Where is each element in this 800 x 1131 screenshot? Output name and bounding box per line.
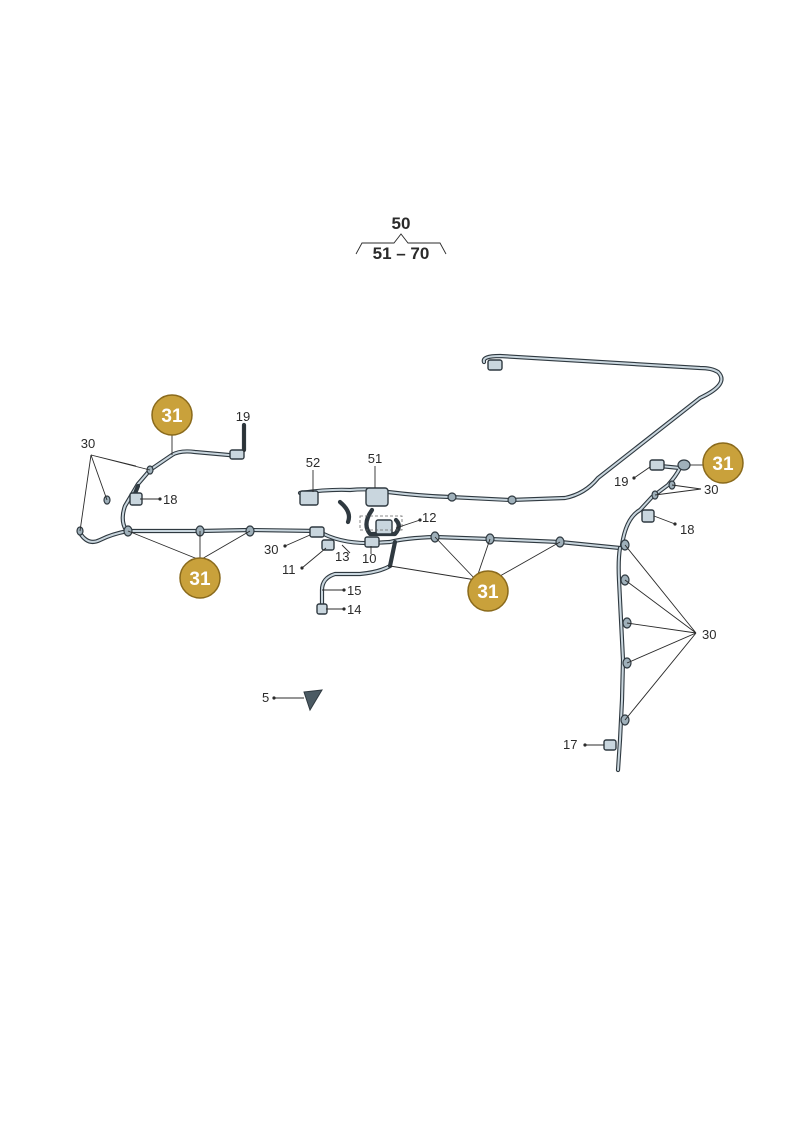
connector-10 (364, 536, 380, 548)
label-14: 14 (347, 602, 361, 617)
connectors (76, 359, 691, 751)
part-12-frame (359, 515, 403, 531)
header-bracket (355, 233, 447, 255)
right-upper-branch-wire (619, 463, 683, 548)
label-19-left: 19 (236, 409, 250, 424)
label-17: 17 (563, 737, 577, 752)
svg-text:31: 31 (189, 569, 211, 590)
callouts: 31 31 31 31 (151, 394, 744, 612)
connector-11 (321, 539, 335, 551)
label-51: 51 (368, 451, 382, 466)
label-18-right: 18 (680, 522, 694, 537)
lower-branch-drop (387, 539, 398, 569)
label-5: 5 (262, 690, 269, 705)
leader-lines (79, 425, 705, 746)
clip-31-right (677, 459, 691, 471)
connector-51 (365, 487, 389, 507)
svg-text:31: 31 (477, 582, 499, 603)
label-15: 15 (347, 583, 361, 598)
callout-31-top-left[interactable]: 31 (151, 394, 193, 436)
connector-19-right (649, 459, 665, 471)
svg-text:31: 31 (161, 406, 183, 427)
left-upper-branch-wire (120, 449, 243, 533)
label-19-right: 19 (614, 474, 628, 489)
label-10: 10 (362, 551, 376, 566)
label-30-mid: 30 (264, 542, 278, 557)
connector-18-right (641, 509, 655, 523)
main-center-wire (315, 528, 623, 551)
callout-31-bottom-left[interactable]: 31 (179, 557, 221, 599)
connector-19-left (229, 449, 245, 460)
part-5-wedge (303, 689, 323, 712)
label-11: 11 (282, 562, 296, 577)
label-30-right-top: 30 (704, 482, 718, 497)
clip-30 (507, 495, 517, 505)
label-30-right: 30 (702, 627, 716, 642)
range-label: 51 – 70 (373, 244, 430, 263)
label-30-left: 30 (81, 436, 95, 451)
connector-13 (309, 526, 325, 538)
label-52: 52 (306, 455, 320, 470)
svg-text:31: 31 (712, 454, 734, 475)
connector-52 (299, 490, 319, 506)
callout-31-right[interactable]: 31 (702, 442, 744, 484)
assembly-number: 50 (392, 214, 411, 233)
label-18-left: 18 (163, 492, 177, 507)
part-labels: 19 30 18 52 51 12 30 11 13 10 15 14 5 19… (81, 409, 719, 752)
rear-end-connector (487, 359, 503, 371)
label-12: 12 (422, 510, 436, 525)
connector-17 (603, 739, 617, 751)
upper-rear-wire (297, 353, 724, 503)
clip-30 (447, 492, 457, 502)
assembly-header: 50 51 – 70 (355, 214, 447, 263)
label-13: 13 (335, 549, 349, 564)
callout-31-center[interactable]: 31 (467, 570, 509, 612)
connector-12 (375, 519, 393, 535)
connector-14 (316, 603, 328, 615)
